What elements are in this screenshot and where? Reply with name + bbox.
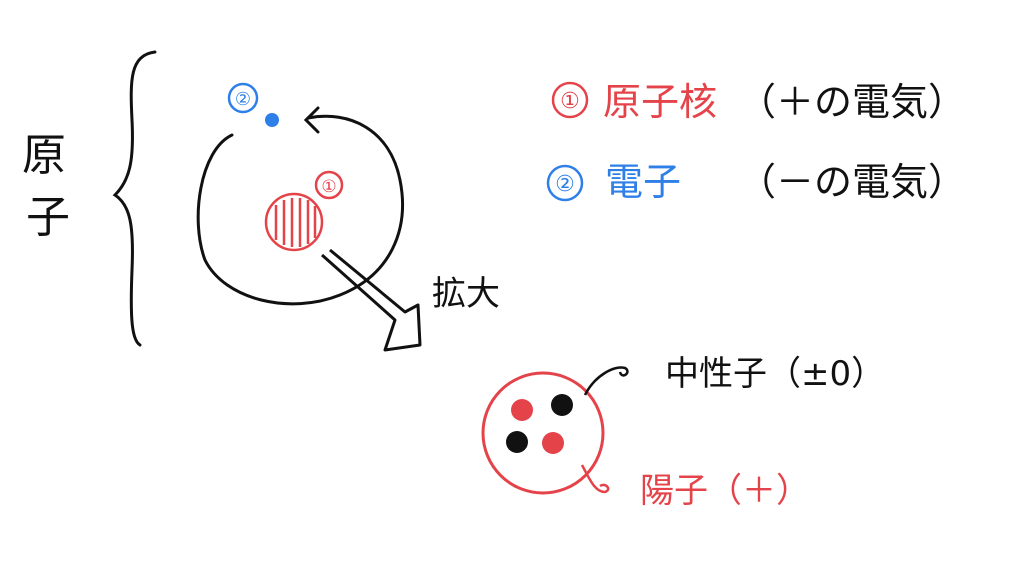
nucleus [264,192,324,252]
atom-label-char-2: 子 [26,192,70,243]
nucleus-marker-circle [314,170,344,200]
neutron [506,431,528,453]
orbit-arrowhead [303,106,320,134]
proton [511,399,533,421]
electron-marker-circle [227,82,259,114]
zoom-arrow [321,248,422,352]
neutron-label: 中性子（±0） [665,354,885,394]
atom-label-char-1: 原 [22,130,66,181]
legend-note-nucleus: （＋の電気） [738,80,966,124]
nucleus-detail-circle [481,371,605,495]
legend-term-electron: 電子 [605,160,681,204]
electron-dot [265,113,279,127]
proton-label: 陽子（＋） [640,471,810,511]
legend-marker-2: ② [555,172,575,197]
proton [542,432,564,454]
neutron [551,394,573,416]
proton-pointer [580,464,610,494]
brace [112,50,157,347]
nucleus-marker: ① [321,177,336,197]
nucleus-hatching [274,198,317,247]
electron-orbit [196,114,404,306]
electron-marker: ② [235,89,251,110]
legend-marker-1: ① [560,89,580,114]
legend-term-nucleus: 原子核 [603,80,717,124]
neutron-pointer [583,366,629,396]
legend-note-electron: （－の電気） [738,160,966,204]
zoom-label: 拡大 [432,274,500,314]
legend-marker-circle-2 [546,164,584,202]
legend-marker-circle-1 [551,81,589,119]
